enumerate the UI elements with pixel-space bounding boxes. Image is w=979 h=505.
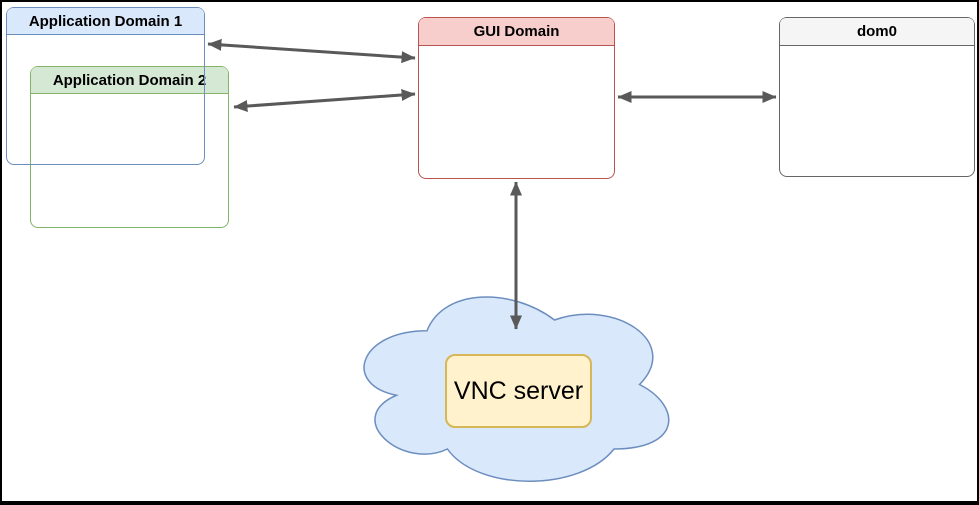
node-dom0-label: dom0 <box>856 23 897 40</box>
node-application-domain-1-label: Application Domain 1 <box>28 12 183 30</box>
node-application-domain-2-label: Application Domain 2 <box>52 71 207 89</box>
node-gui-domain: GUI Domain <box>418 17 615 179</box>
arrow-appdomain2-guidomain <box>233 88 416 113</box>
node-application-domain-1: Application Domain 1 <box>6 7 205 165</box>
node-gui-domain-header: GUI Domain <box>419 18 614 46</box>
node-application-domain-2: Application Domain 2 <box>30 66 229 228</box>
node-vnc-server: VNC server <box>445 354 592 428</box>
arrow-appdomain1-guidomain <box>207 38 416 64</box>
node-gui-domain-label: GUI Domain <box>473 23 560 40</box>
node-vnc-server-label: VNC server <box>453 376 584 405</box>
node-dom0: dom0 <box>779 17 975 177</box>
node-application-domain-1-header: Application Domain 1 <box>7 8 204 35</box>
node-dom0-header: dom0 <box>780 18 974 46</box>
node-application-domain-2-header: Application Domain 2 <box>31 67 228 94</box>
